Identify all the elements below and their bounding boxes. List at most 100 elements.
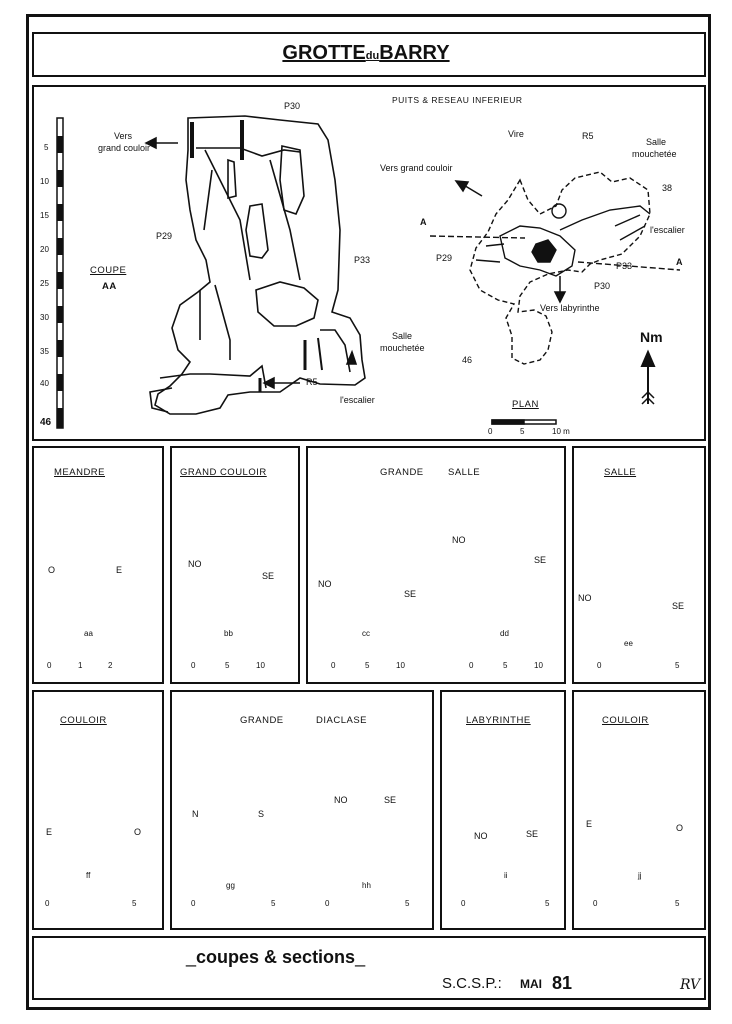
section-scale-cc-5: 5 <box>365 661 370 670</box>
title-grotte: GROTTE <box>282 42 366 64</box>
depth-tick-10: 10 <box>40 177 49 186</box>
section-scale-ff-0: 0 <box>45 899 50 908</box>
plan-p29: P29 <box>436 253 453 263</box>
coupe-salle-2: mouchetée <box>380 343 425 353</box>
section-left-gg: N <box>192 809 199 819</box>
plan-scale-0: 0 <box>488 427 493 436</box>
section-scale-dd-0: 0 <box>469 661 474 670</box>
depth-tick-30: 30 <box>40 313 49 322</box>
section-left-ff: E <box>46 827 53 837</box>
section-scale-hh-5: 5 <box>405 899 410 908</box>
section-left-aa: O <box>48 565 56 575</box>
section-title-gg: GRANDE <box>240 715 284 726</box>
section-title-dd: SALLE <box>448 467 481 478</box>
section-id-jj: jj <box>638 871 642 880</box>
section-box-gg-hh <box>170 690 434 930</box>
section-scale-hh-0: 0 <box>325 899 330 908</box>
title-du: du <box>365 50 380 62</box>
section-box-bb <box>170 446 300 684</box>
section-id-ff: ff <box>86 871 91 880</box>
depth-tick-20: 20 <box>40 245 49 254</box>
plan-vers-labyrinthe: Vers labyrinthe <box>540 303 600 313</box>
coupe-p33: P33 <box>354 255 371 265</box>
section-id-ee: ee <box>624 639 633 648</box>
section-left-hh: NO <box>334 795 348 805</box>
section-scale-gg-5: 5 <box>271 899 276 908</box>
section-scale-jj-5: 5 <box>675 899 680 908</box>
section-box-cc-dd <box>306 446 566 684</box>
section-right-jj: O <box>676 823 684 833</box>
section-right-ff: O <box>134 827 142 837</box>
depth-tick-46: 46 <box>40 417 52 428</box>
section-scale-ee-5: 5 <box>675 661 680 670</box>
section-title-ii: LABYRINTHE <box>466 715 531 726</box>
footer-author: S.C.S.P.: <box>442 975 502 992</box>
coupe-p29: P29 <box>156 231 173 241</box>
section-scale-ff-5: 5 <box>132 899 137 908</box>
page-title: GROTTEduBARRY <box>0 43 732 63</box>
footer-caption: _coupes & sections_ <box>186 947 366 967</box>
section-right-ee: SE <box>672 601 685 611</box>
section-scale-dd-10: 10 <box>534 661 543 670</box>
footer-box <box>32 936 706 1000</box>
footer-year: 81 <box>552 973 573 993</box>
plan-escalier: l'escalier <box>650 225 685 235</box>
section-id-dd: dd <box>500 629 509 638</box>
section-id-cc: cc <box>362 629 370 638</box>
section-right-cc: SE <box>404 589 417 599</box>
north-label: Nm <box>640 329 663 345</box>
footer-caption-text: coupes & sections <box>196 947 356 967</box>
coupe-r5: R5 <box>306 377 318 387</box>
section-scale-cc-10: 10 <box>396 661 405 670</box>
depth-tick-5: 5 <box>44 143 49 152</box>
plan-depth-38: 38 <box>662 183 673 193</box>
title-barry: BARRY <box>379 42 450 64</box>
plan-a-left: A <box>420 217 427 227</box>
footer-signature: RV <box>680 977 701 993</box>
depth-tick-35: 35 <box>40 347 49 356</box>
plan-vers-grand-couloir: Vers grand couloir <box>380 163 453 173</box>
section-scale-bb-5: 5 <box>225 661 230 670</box>
coupe-p30: P30 <box>284 101 301 111</box>
plan-label: PLAN <box>512 399 539 410</box>
section-scale-gg-0: 0 <box>191 899 196 908</box>
plan-scale-5: 5 <box>520 427 525 436</box>
section-id-gg: gg <box>226 881 235 890</box>
section-scale-aa-0: 0 <box>47 661 52 670</box>
section-box-ff <box>32 690 164 930</box>
section-title-ff: COULOIR <box>60 715 107 726</box>
footer-month: MAI <box>520 977 542 991</box>
plan-p33: P33 <box>616 261 633 271</box>
coupe-escalier: l'escalier <box>340 395 375 405</box>
section-right-dd: SE <box>534 555 547 565</box>
section-id-ii: ii <box>504 871 508 880</box>
section-scale-ii-5: 5 <box>545 899 550 908</box>
section-right-aa: E <box>116 565 123 575</box>
section-right-hh: SE <box>384 795 397 805</box>
section-scale-dd-5: 5 <box>503 661 508 670</box>
section-box-ii <box>440 690 566 930</box>
section-left-ii: NO <box>474 831 488 841</box>
depth-tick-25: 25 <box>40 279 49 288</box>
section-scale-bb-0: 0 <box>191 661 196 670</box>
section-box-ee <box>572 446 706 684</box>
coupe-vers-label-1: Vers <box>114 131 133 141</box>
section-box-aa <box>32 446 164 684</box>
section-scale-cc-0: 0 <box>331 661 336 670</box>
section-box-jj <box>572 690 706 930</box>
section-left-bb: NO <box>188 559 202 569</box>
plan-vire: Vire <box>508 129 524 139</box>
section-scale-aa-2: 2 <box>108 661 113 670</box>
section-id-bb: bb <box>224 629 233 638</box>
plan-a-right: A <box>676 257 683 267</box>
depth-tick-40: 40 <box>40 379 49 388</box>
coupe-section-label: COUPE <box>90 265 127 276</box>
section-scale-ee-0: 0 <box>597 661 602 670</box>
plan-scale-10: 10 m <box>552 427 570 436</box>
plan-p30: P30 <box>594 281 611 291</box>
plan-salle-2: mouchetée <box>632 149 677 159</box>
section-left-ee: NO <box>578 593 592 603</box>
section-scale-aa-1: 1 <box>78 661 83 670</box>
section-title-ee: SALLE <box>604 467 637 478</box>
section-scale-ii-0: 0 <box>461 899 466 908</box>
